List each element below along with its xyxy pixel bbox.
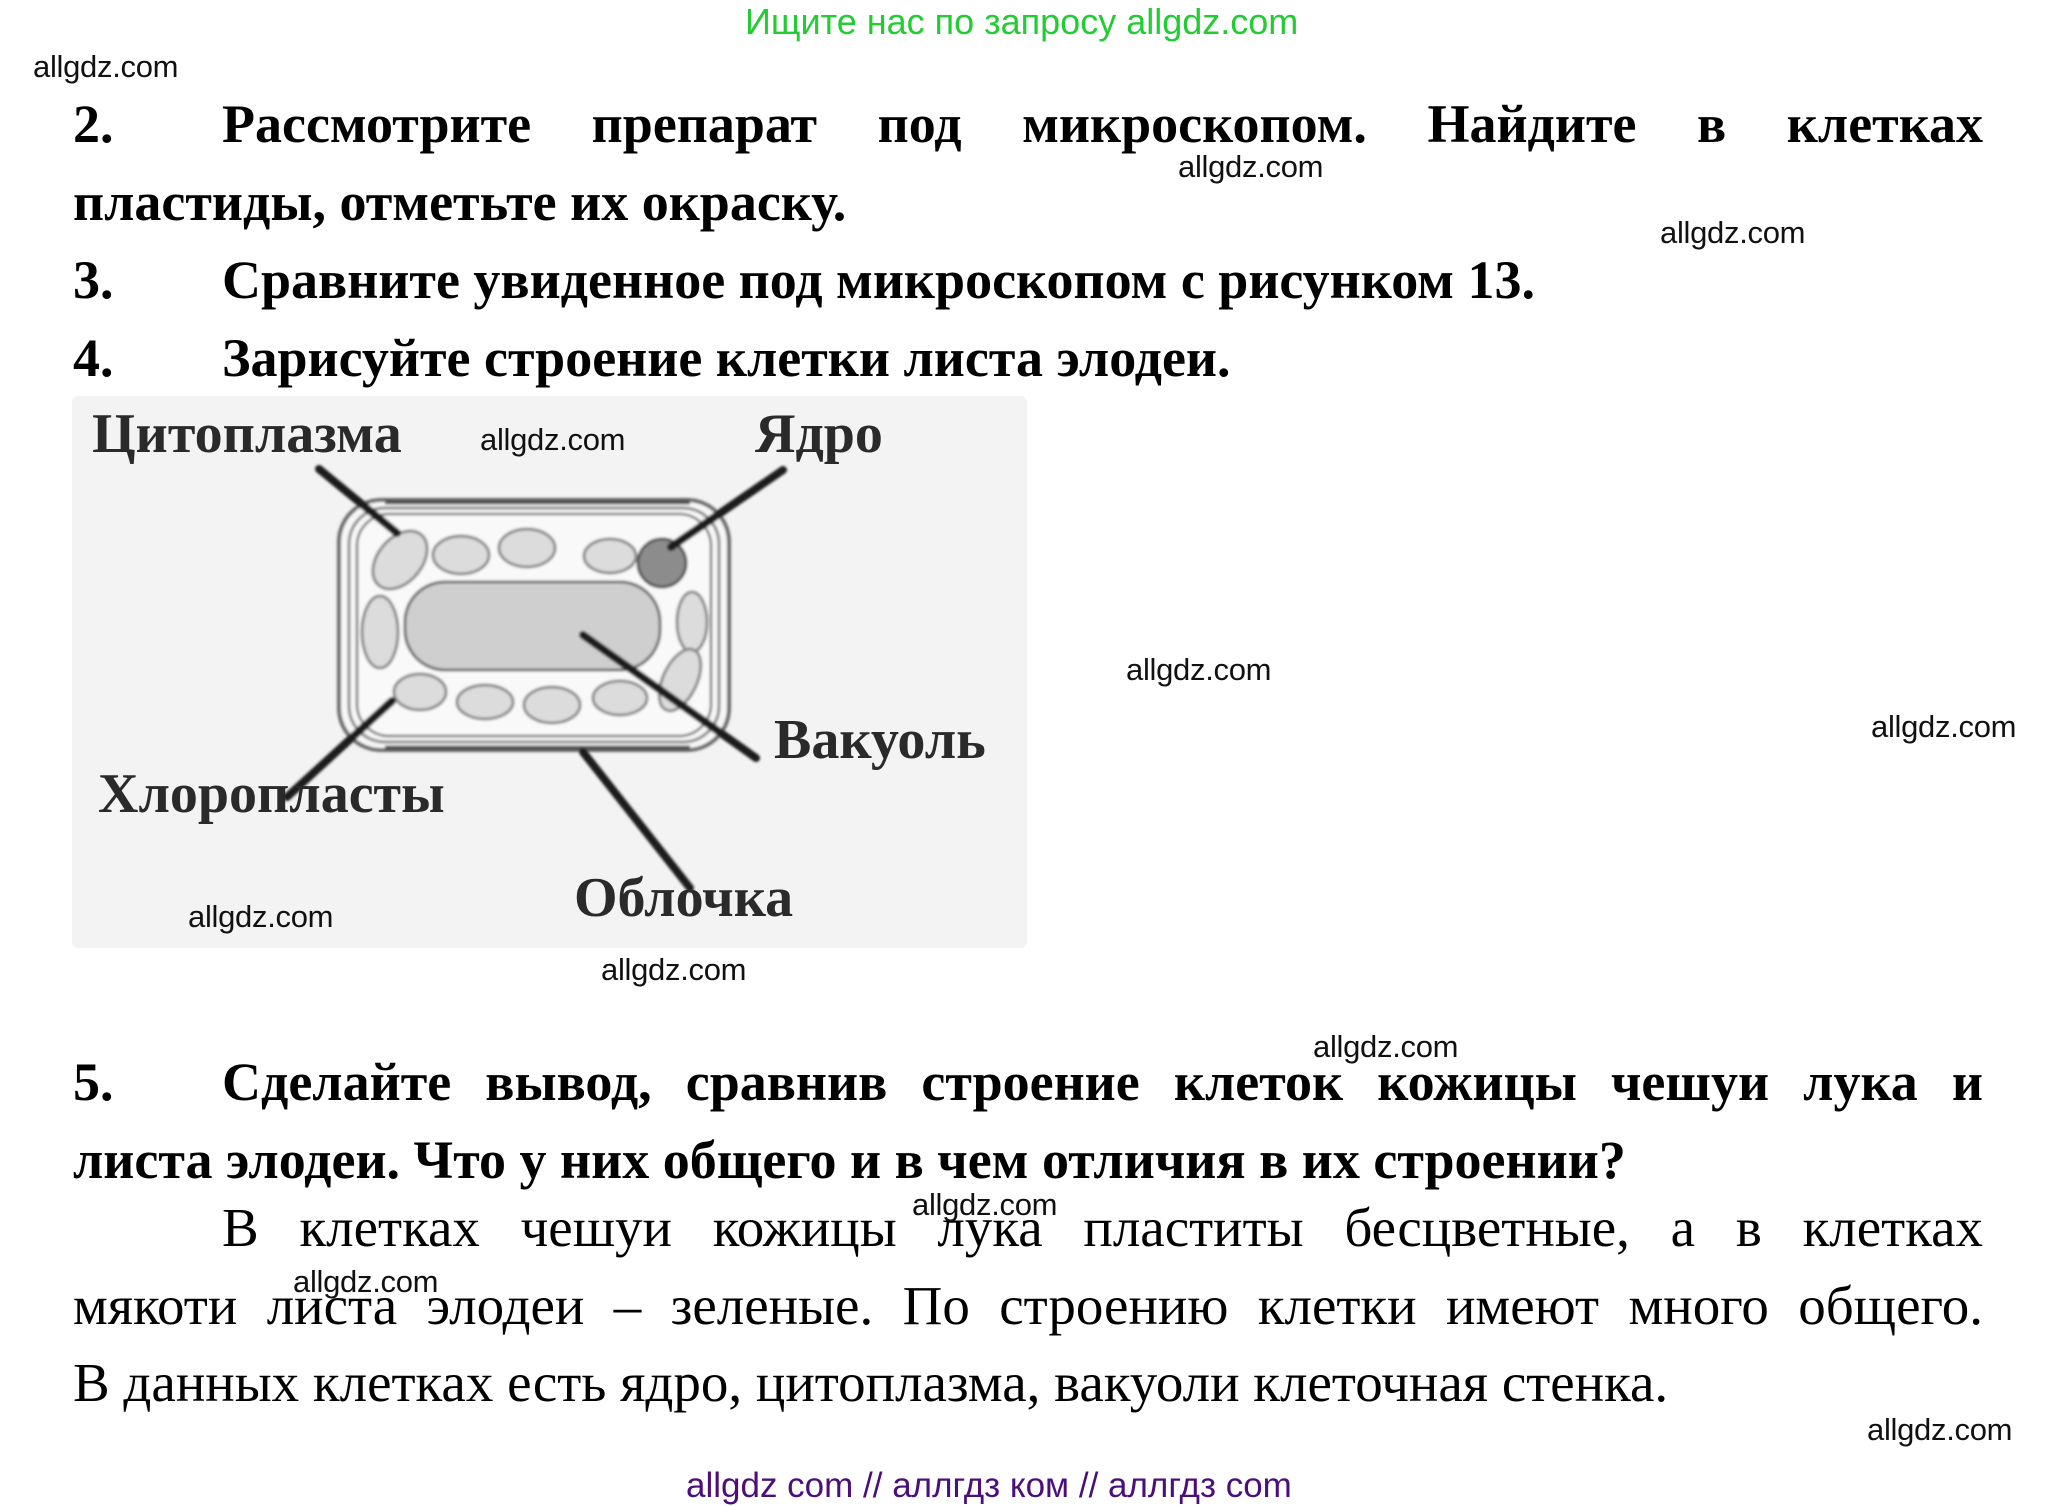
watermark: allgdz.com: [1313, 1029, 1459, 1064]
cell-diagram-icon: [283, 465, 787, 892]
watermark: allgdz.com: [1871, 709, 2017, 744]
question-text-line: Сделайте вывод, сравнив строение клеток …: [222, 1052, 1983, 1112]
question-number: 2.: [73, 94, 114, 154]
watermark: allgdz.com: [1126, 652, 1272, 687]
watermark: allgdz.com: [1867, 1412, 2013, 1447]
question-text-line: листа элодеи. Что у них общего и в чем о…: [73, 1130, 1626, 1190]
watermark: allgdz.com: [293, 1264, 439, 1299]
question-text-line: Рассмотрите препарат под микроскопом. На…: [222, 94, 1983, 154]
label-cytoplasm: Цитоплазма: [92, 403, 402, 465]
question-text-line: пластиды, отметьте их окраску.: [73, 172, 847, 232]
label-vacuole: Вакуоль: [774, 709, 986, 771]
label-nucleus: Ядро: [755, 403, 883, 465]
watermark: allgdz.com: [480, 422, 626, 457]
label-cell-wall: Облочка: [574, 867, 794, 929]
watermark: allgdz.com: [1660, 215, 1806, 250]
question-number: 5.: [73, 1052, 114, 1112]
answer-line: В клетках чешуи кожицы лука пластиты бес…: [222, 1197, 1983, 1258]
watermark: allgdz.com: [1178, 149, 1324, 184]
watermark: allgdz.com: [188, 899, 334, 934]
question-number: 4.: [73, 328, 114, 388]
question-number: 3.: [73, 250, 114, 310]
question-text-line: Зарисуйте строение клетки листа элодеи.: [222, 328, 1231, 388]
watermark: allgdz.com: [33, 49, 179, 84]
footer-links: allgdz com // аллгдз ком // аллгдз com: [686, 1466, 1292, 1505]
answer-line: мякоти листа элодеи – зеленые. По строен…: [73, 1275, 1983, 1336]
question-text-line: Сравните увиденное под микроскопом с рис…: [222, 250, 1535, 310]
site-banner: Ищите нас по запросу allgdz.com: [745, 1, 1299, 42]
label-chloroplasts: Хлоропласты: [98, 763, 445, 825]
answer-line: В данных клетках есть ядро, цитоплазма, …: [73, 1352, 1669, 1413]
watermark: allgdz.com: [601, 952, 747, 987]
watermark: allgdz.com: [912, 1187, 1058, 1222]
elodea-cell-figure: Цитоплазма Ядро Вакуоль Хлоропласты Обло…: [72, 396, 1027, 948]
